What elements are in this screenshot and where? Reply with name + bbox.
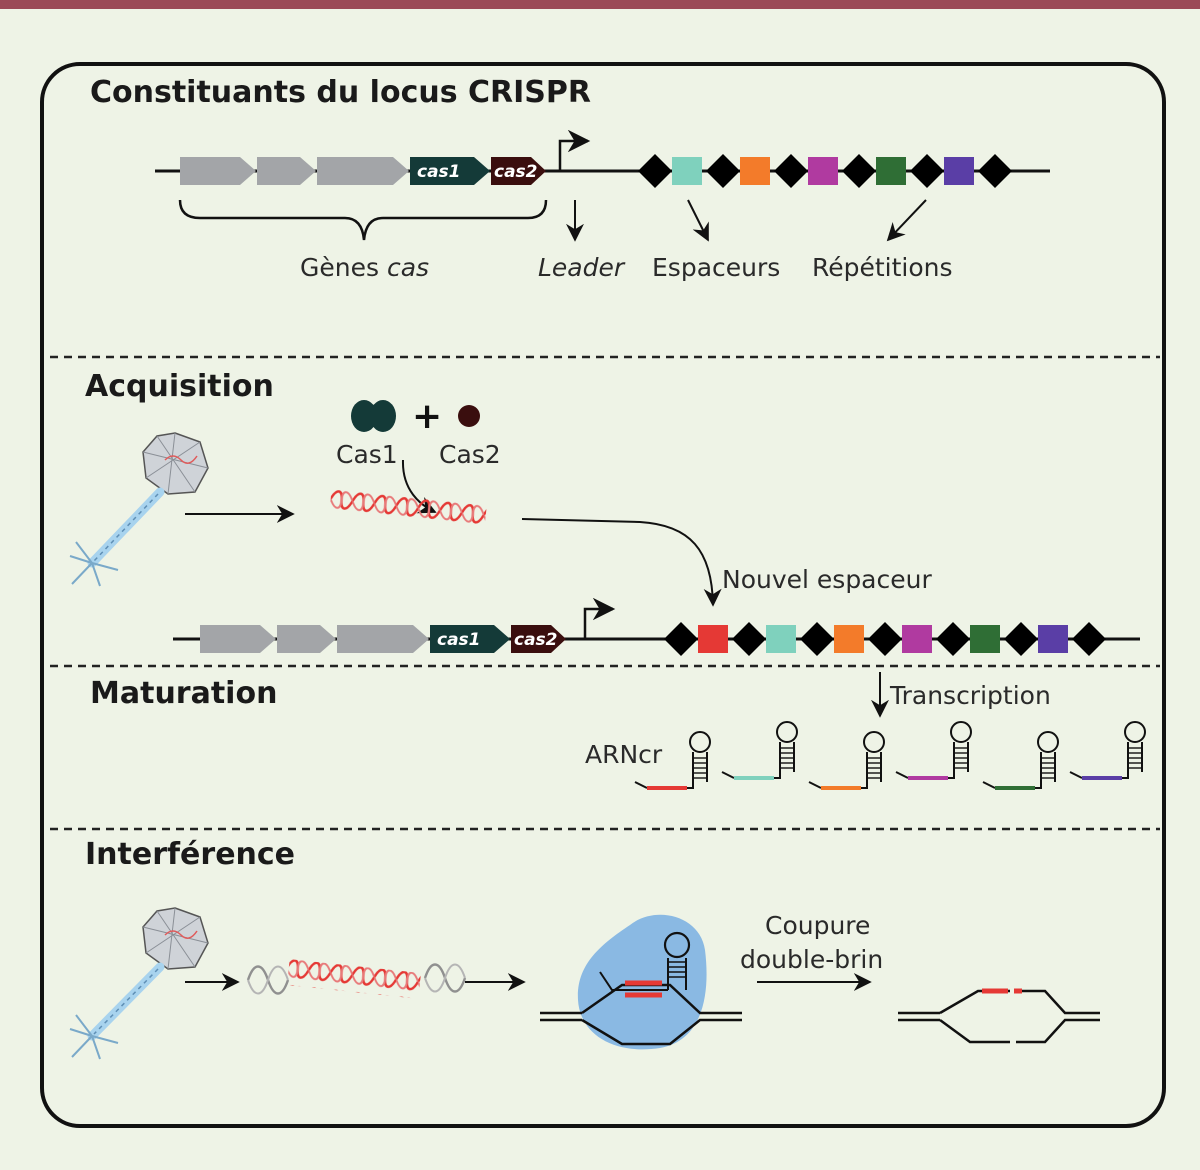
cas1-gene-label-b: cas1 (437, 630, 481, 650)
crrna-2 (808, 731, 885, 790)
invading-dna-icon (246, 959, 467, 999)
locus1-repeat-5 (978, 154, 1012, 188)
promoter-arrow (558, 129, 591, 171)
spacers-label: Espaceurs (652, 253, 780, 282)
locus1-repeat-0 (638, 154, 672, 188)
plus-sign: + (412, 396, 442, 437)
cas1-gene (410, 157, 490, 185)
crrna-4 (982, 731, 1059, 790)
locus1-spacer-1 (740, 157, 770, 185)
dna-fragment-icon (329, 487, 487, 531)
cas-genes-brace (178, 199, 548, 241)
locus2-repeat-4 (936, 622, 970, 656)
transcription-label: Transcription (889, 681, 1051, 710)
locus1-spacer-4 (944, 157, 974, 185)
crrna-label: ARNcr (585, 740, 663, 769)
crrna-3 (895, 721, 972, 780)
maturation-title: Maturation (90, 676, 277, 711)
repeats-pointer-arrow (886, 199, 927, 242)
cas1-gene-label: cas1 (417, 162, 461, 182)
locus1-repeat-4 (910, 154, 944, 188)
cas2-gene-label-b: cas2 (514, 630, 558, 650)
locus-title: Constituants du locus CRISPR (90, 75, 591, 110)
cleavage-label-line1: Coupure (765, 911, 870, 940)
locus2-spacer-4 (970, 625, 1000, 653)
acquisition-title: Acquisition (85, 369, 274, 404)
cas1-protein-label: Cas1 (336, 440, 398, 469)
cleaved-dna-icon (898, 988, 1100, 1044)
locus1-spacer-0 (672, 157, 702, 185)
cas2-gene (491, 157, 546, 185)
cas-genes-label: Gènes cas (300, 253, 429, 282)
crispr-array (638, 154, 1012, 188)
leader-label: Leader (538, 253, 626, 282)
locus2-repeat-1 (732, 622, 766, 656)
phage-icon (69, 432, 209, 587)
crispr-array-b (664, 622, 1106, 656)
insertion-arrow (521, 518, 722, 607)
cas2-protein-label: Cas2 (439, 440, 501, 469)
cas2-protein-icon (458, 405, 480, 427)
cas-gene-3 (317, 157, 409, 185)
crrna-transcripts (634, 721, 1146, 790)
crrna-5 (1069, 721, 1146, 780)
locus1-spacer-3 (876, 157, 906, 185)
locus1-repeat-3 (842, 154, 876, 188)
locus1-repeat-2 (774, 154, 808, 188)
cas-gene-1-b (200, 625, 276, 653)
cas2-gene-b (511, 625, 566, 653)
crrna-1 (721, 721, 798, 780)
locus2-spacer-1 (766, 625, 796, 653)
locus2-spacer-2 (834, 625, 864, 653)
promoter-arrow-b (583, 597, 616, 639)
locus2-repeat-0 (664, 622, 698, 656)
outer-frame (40, 62, 1166, 1128)
new-spacer-label: Nouvel espaceur (722, 565, 932, 594)
interference-title: Interférence (85, 837, 295, 872)
cas2-gene-label: cas2 (494, 162, 538, 182)
locus2-repeat-2 (800, 622, 834, 656)
locus2-spacer-0 (698, 625, 728, 653)
locus2-repeat-3 (868, 622, 902, 656)
top-accent-bar (0, 0, 1200, 9)
locus2-spacer-5 (1038, 625, 1068, 653)
locus2-spacer-3 (902, 625, 932, 653)
locus-diagram: cas1 cas2 Gènes cas Leader Espaceurs Rép… (155, 129, 1050, 282)
cas-gene-2 (257, 157, 316, 185)
locus1-spacer-2 (808, 157, 838, 185)
crrna-0 (634, 731, 711, 790)
locus-after-acquisition: cas1 cas2 (173, 597, 1140, 656)
locus2-repeat-5 (1004, 622, 1038, 656)
cascade-complex (540, 914, 742, 1050)
cleavage-label-line2: double-brin (740, 945, 883, 974)
cas1-protein-icon (351, 400, 396, 432)
repeats-label: Répétitions (812, 253, 953, 282)
cas-gene-1 (180, 157, 256, 185)
cas-gene-2-b (277, 625, 336, 653)
spacers-pointer-arrow (687, 199, 709, 242)
locus1-repeat-1 (706, 154, 740, 188)
cas1-gene-b (430, 625, 510, 653)
locus2-repeat-6 (1072, 622, 1106, 656)
cas-gene-3-b (337, 625, 429, 653)
phage-icon-2 (69, 907, 209, 1060)
